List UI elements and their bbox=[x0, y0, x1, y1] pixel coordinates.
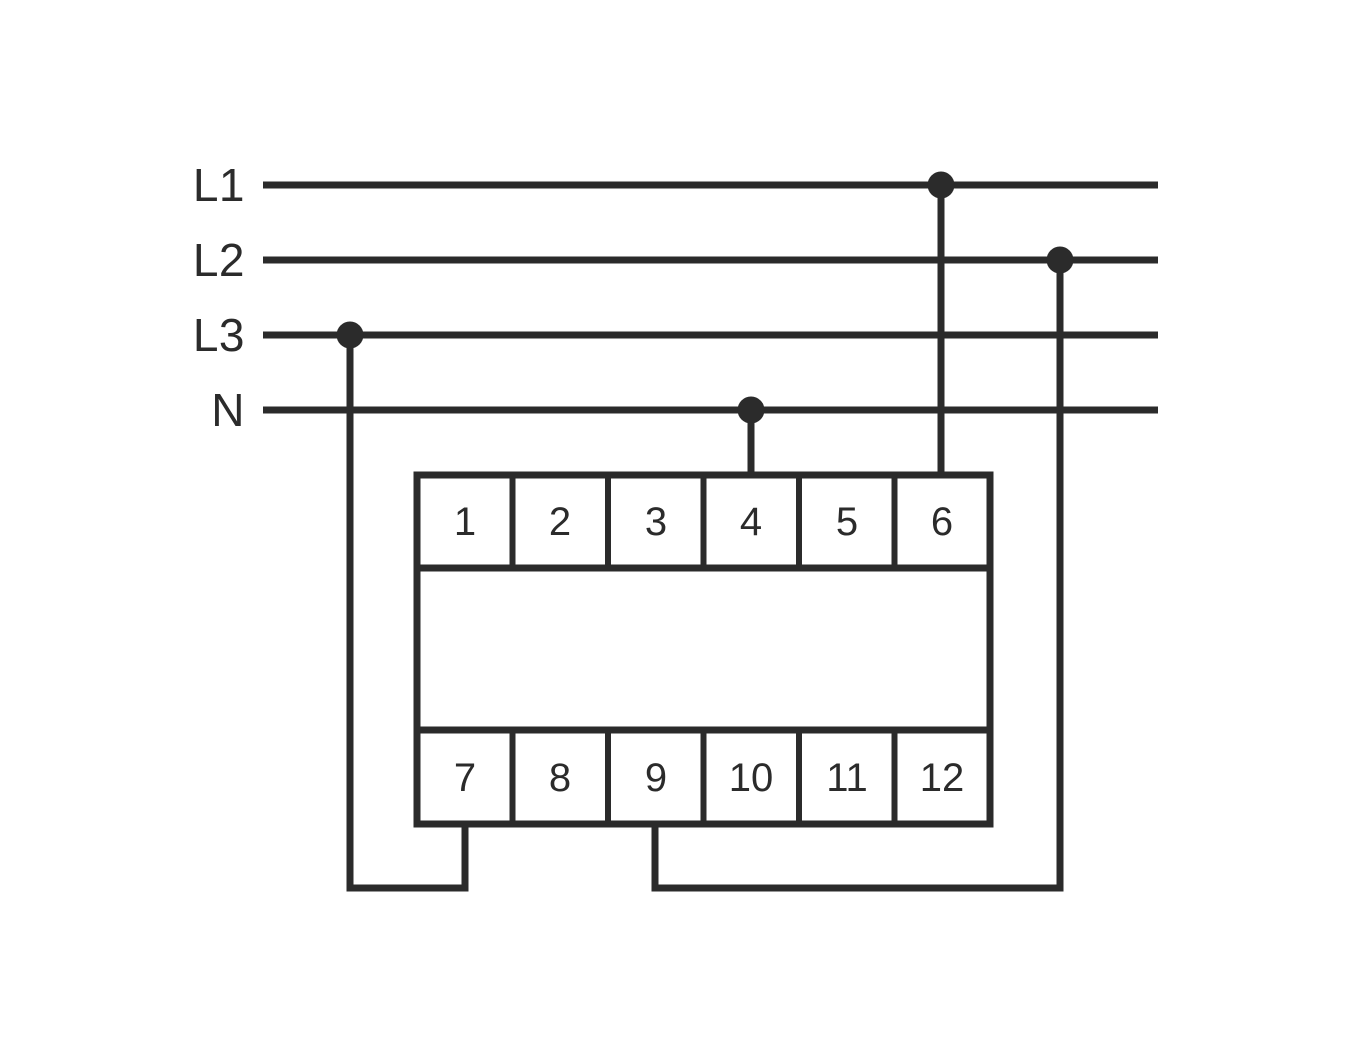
terminal-7[interactable]: 7 bbox=[453, 756, 477, 800]
terminal-12[interactable]: 12 bbox=[919, 756, 965, 800]
bus-label-n: N bbox=[211, 384, 245, 436]
connection-wires-group bbox=[346, 185, 1064, 892]
junction-dot-l1 bbox=[927, 171, 955, 199]
bus-label-l3: L3 bbox=[192, 309, 245, 361]
junction-dots-group bbox=[336, 171, 1074, 424]
terminal-1[interactable]: 1 bbox=[453, 500, 477, 544]
terminal-8[interactable]: 8 bbox=[548, 756, 572, 800]
junction-dot-n bbox=[737, 396, 765, 424]
wire-l3-to-terminal-7 bbox=[346, 335, 469, 892]
terminal-6[interactable]: 6 bbox=[930, 500, 954, 544]
bus-label-l2: L2 bbox=[192, 234, 245, 286]
terminal-11[interactable]: 11 bbox=[826, 756, 868, 800]
terminal-2[interactable]: 2 bbox=[548, 500, 572, 544]
bus-lines-group bbox=[263, 181, 1158, 414]
terminal-10[interactable]: 10 bbox=[728, 756, 774, 800]
bus-label-l1: L1 bbox=[192, 159, 245, 211]
junction-dot-l2 bbox=[1046, 246, 1074, 274]
terminal-9[interactable]: 9 bbox=[644, 756, 668, 800]
terminal-3[interactable]: 3 bbox=[644, 500, 668, 544]
top-terminal-dividers bbox=[509, 475, 898, 568]
bottom-terminal-dividers bbox=[509, 730, 898, 824]
terminal-5[interactable]: 5 bbox=[835, 500, 859, 544]
wire-terminal-9-to-l2 bbox=[651, 260, 1064, 892]
terminal-4[interactable]: 4 bbox=[739, 500, 763, 544]
junction-dot-l3 bbox=[336, 321, 364, 349]
